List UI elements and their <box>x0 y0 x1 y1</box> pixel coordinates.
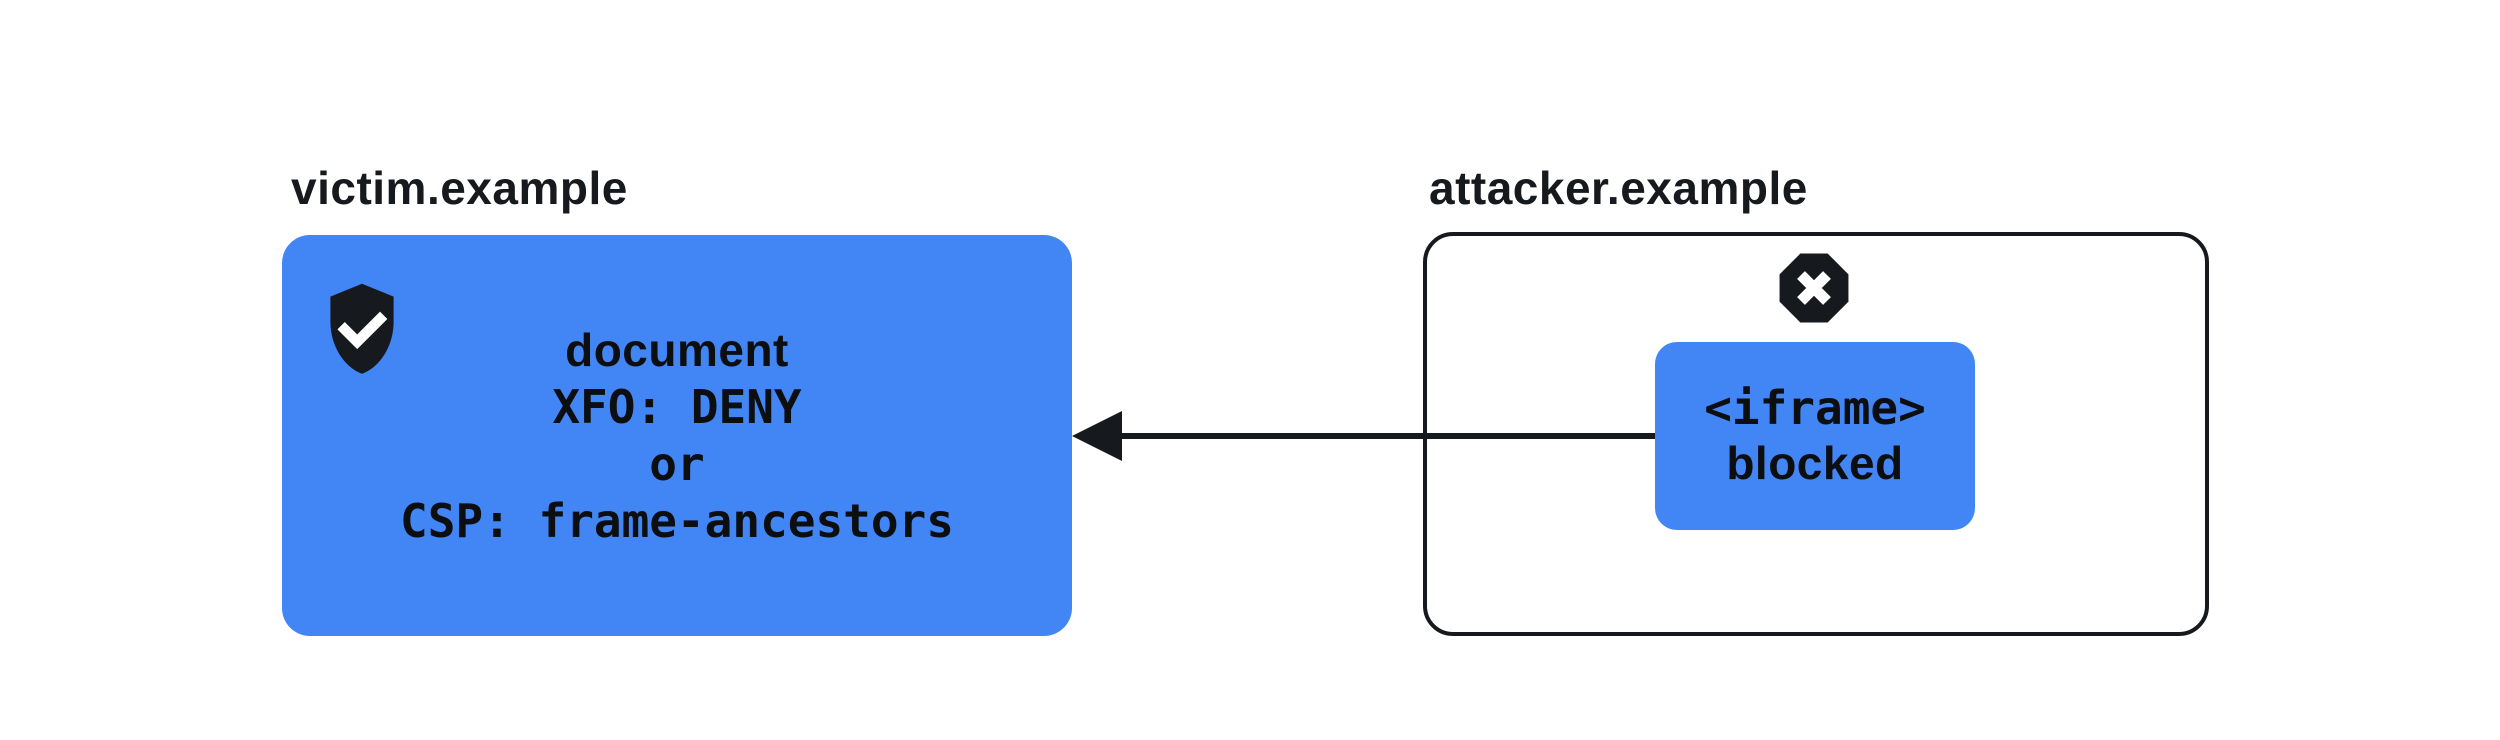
text-line: CSP: frame-ancestors <box>400 493 954 548</box>
shield-check-icon <box>330 283 394 374</box>
blocked-iframe-text: <iframe>blocked <box>1704 381 1926 491</box>
blocked-x-octagon-icon <box>1779 253 1849 323</box>
victim-domain-label: victim.example <box>291 162 628 214</box>
text-line: <iframe> <box>1704 381 1926 435</box>
text-line: blocked <box>1726 437 1904 489</box>
text-line: or <box>649 436 705 491</box>
text-line: XFO: DENY <box>552 379 802 434</box>
attacker-domain-label: attacker.example <box>1429 162 1808 214</box>
text-line: document <box>565 323 789 376</box>
blocked-iframe-box: <iframe>blocked <box>1655 342 1975 530</box>
iframe-request-arrow-head-icon <box>1072 411 1122 461</box>
iframe-request-arrow-line <box>1118 433 1655 439</box>
